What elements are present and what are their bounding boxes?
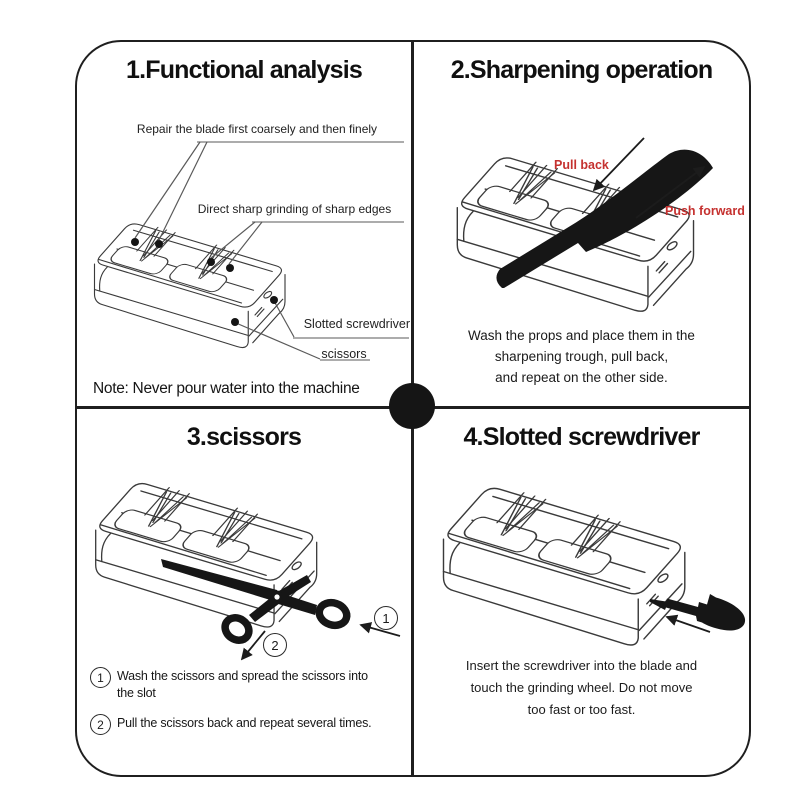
- callout-label-screwdriver: Slotted screwdriver: [303, 317, 410, 331]
- description-line: and repeat on the other side.: [495, 370, 668, 385]
- diagram-marker-2: 2: [263, 633, 287, 657]
- diagram-marker-1: 1: [374, 606, 398, 630]
- pull-back-label: Pull back: [554, 158, 609, 172]
- sharpener-illustration: [93, 222, 286, 349]
- push-forward-arrow: [635, 165, 706, 219]
- step-number-badge: 2: [90, 714, 111, 735]
- scissors-silhouette: [161, 559, 351, 644]
- screwdriver-silhouette: [650, 594, 746, 631]
- panel2-title: 2.Sharpening operation: [450, 56, 713, 84]
- scissors-diagram: [95, 481, 401, 661]
- callout-label-direct: Direct sharp grinding of sharp edges: [197, 202, 392, 216]
- description-line: sharpening trough, pull back,: [494, 349, 669, 364]
- insert-direction-arrow: [665, 614, 711, 633]
- frame-border: 1.Functional analysis Repair the blade f…: [75, 40, 751, 777]
- leader-line-repair: [134, 141, 208, 241]
- sharpening-operation-diagram: [456, 137, 713, 312]
- step1-arrow: [359, 622, 401, 637]
- panel-scissors: 3.scissors 1 2 1 Wash the scissors and s…: [77, 409, 411, 775]
- panel4-description: Insert the screwdriver into the blade an…: [424, 655, 739, 721]
- panel-sharpening-operation: 2.Sharpening operation Pull back Push fo…: [414, 42, 749, 406]
- leader-line-scissors: [235, 322, 321, 360]
- description-line: Wash the props and place them in the: [468, 328, 695, 343]
- callout-label-repair: Repair the blade first coarsely and then…: [136, 122, 378, 136]
- step-number-badge: 1: [90, 667, 111, 688]
- sharpener-illustration: [442, 486, 686, 646]
- push-forward-label: Push forward: [665, 204, 745, 218]
- step-text: Pull the scissors back and repeat severa…: [117, 716, 372, 730]
- panel2-description: Wash the props and place them in the sha…: [424, 325, 739, 388]
- step-row: 1 Wash the scissors and spread the sciss…: [90, 667, 400, 705]
- step-row: 2 Pull the scissors back and repeat seve…: [90, 714, 408, 735]
- step-text: Wash the scissors and spread the scissor…: [117, 669, 368, 700]
- panel-slotted-screwdriver: 4.Slotted screwdriver Insert the screwdr…: [414, 409, 749, 775]
- knife-silhouette: [496, 149, 713, 288]
- description-line: touch the grinding wheel. Do not move: [470, 680, 693, 695]
- leader-line-screwdriver: [273, 300, 295, 338]
- panel-functional-analysis: 1.Functional analysis Repair the blade f…: [77, 42, 411, 406]
- functional-analysis-diagram: [93, 141, 409, 361]
- leader-line-direct: [210, 221, 263, 265]
- panel4-title: 4.Slotted screwdriver: [463, 423, 700, 451]
- description-line: Insert the screwdriver into the blade an…: [465, 658, 698, 673]
- callout-label-scissors: scissors: [321, 347, 367, 361]
- note-text: Note: Never pour water into the machine: [93, 380, 360, 397]
- panel3-title: 3.scissors: [186, 423, 302, 451]
- panel1-title: 1.Functional analysis: [125, 56, 363, 84]
- callout-dots: [131, 238, 278, 326]
- step2-arrow: [240, 630, 266, 661]
- description-line: too fast or too fast.: [527, 702, 636, 717]
- slotted-screwdriver-diagram: [442, 486, 746, 646]
- pull-back-arrow: [592, 137, 645, 192]
- center-dot: [389, 383, 435, 429]
